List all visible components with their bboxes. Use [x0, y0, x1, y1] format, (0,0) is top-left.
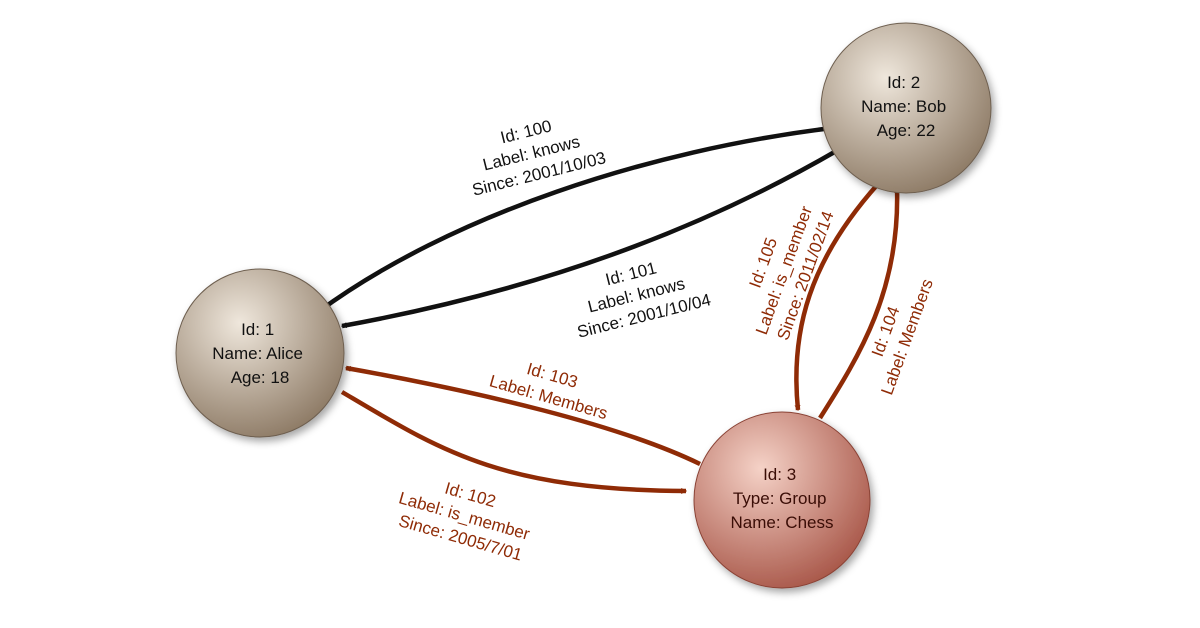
node-bob: Id: 2 Name: Bob Age: 22 [820, 22, 992, 194]
svg-text:Id: 1 Name: Alice: Id: 1 Name: Alice Age: 18 [212, 320, 307, 387]
edge-102-label: Id: 102 Label: is_member Since: 2005/7/0… [391, 467, 543, 566]
edge-100-label: Id: 100 Label: knows Since: 2001/10/03 [460, 106, 608, 200]
svg-text:Id: 2 Name: Bob Ag: Id: 2 Name: Bob Age: 22 [861, 73, 951, 140]
node-chess-circle [693, 411, 871, 589]
edge-101-line [340, 148, 840, 329]
node-bob-name: Name: Bob [861, 97, 946, 116]
node-chess-type: Type: Group [733, 489, 827, 508]
svg-text:Id: 100 Label: knows: Id: 100 Label: knows Since: 2001/10/03 [460, 106, 608, 200]
edge-100-line [316, 125, 834, 314]
edge-104-line [818, 186, 901, 420]
node-bob-id: Id: 2 [887, 73, 920, 92]
node-chess-name: Name: Chess [731, 513, 834, 532]
node-alice-circle [175, 268, 345, 438]
svg-text:Id: 102 Label: is_member: Id: 102 Label: is_member Since: 2005/7/0… [391, 467, 543, 566]
node-alice-id: Id: 1 [241, 320, 274, 339]
node-bob-circle [820, 22, 992, 194]
edge-102-line [340, 390, 688, 494]
node-chess-id: Id: 3 [763, 465, 796, 484]
node-alice: Id: 1 Name: Alice Age: 18 [175, 268, 345, 438]
svg-text:Id: 3 Type: Group: Id: 3 Type: Group Name: Chess [731, 465, 834, 532]
node-alice-name: Name: Alice [212, 344, 303, 363]
node-alice-age: Age: 18 [231, 368, 290, 387]
node-bob-age: Age: 22 [877, 121, 936, 140]
edge-105-line [794, 182, 880, 412]
edge-103-line [344, 365, 701, 467]
node-chess: Id: 3 Type: Group Name: Chess [693, 411, 871, 589]
